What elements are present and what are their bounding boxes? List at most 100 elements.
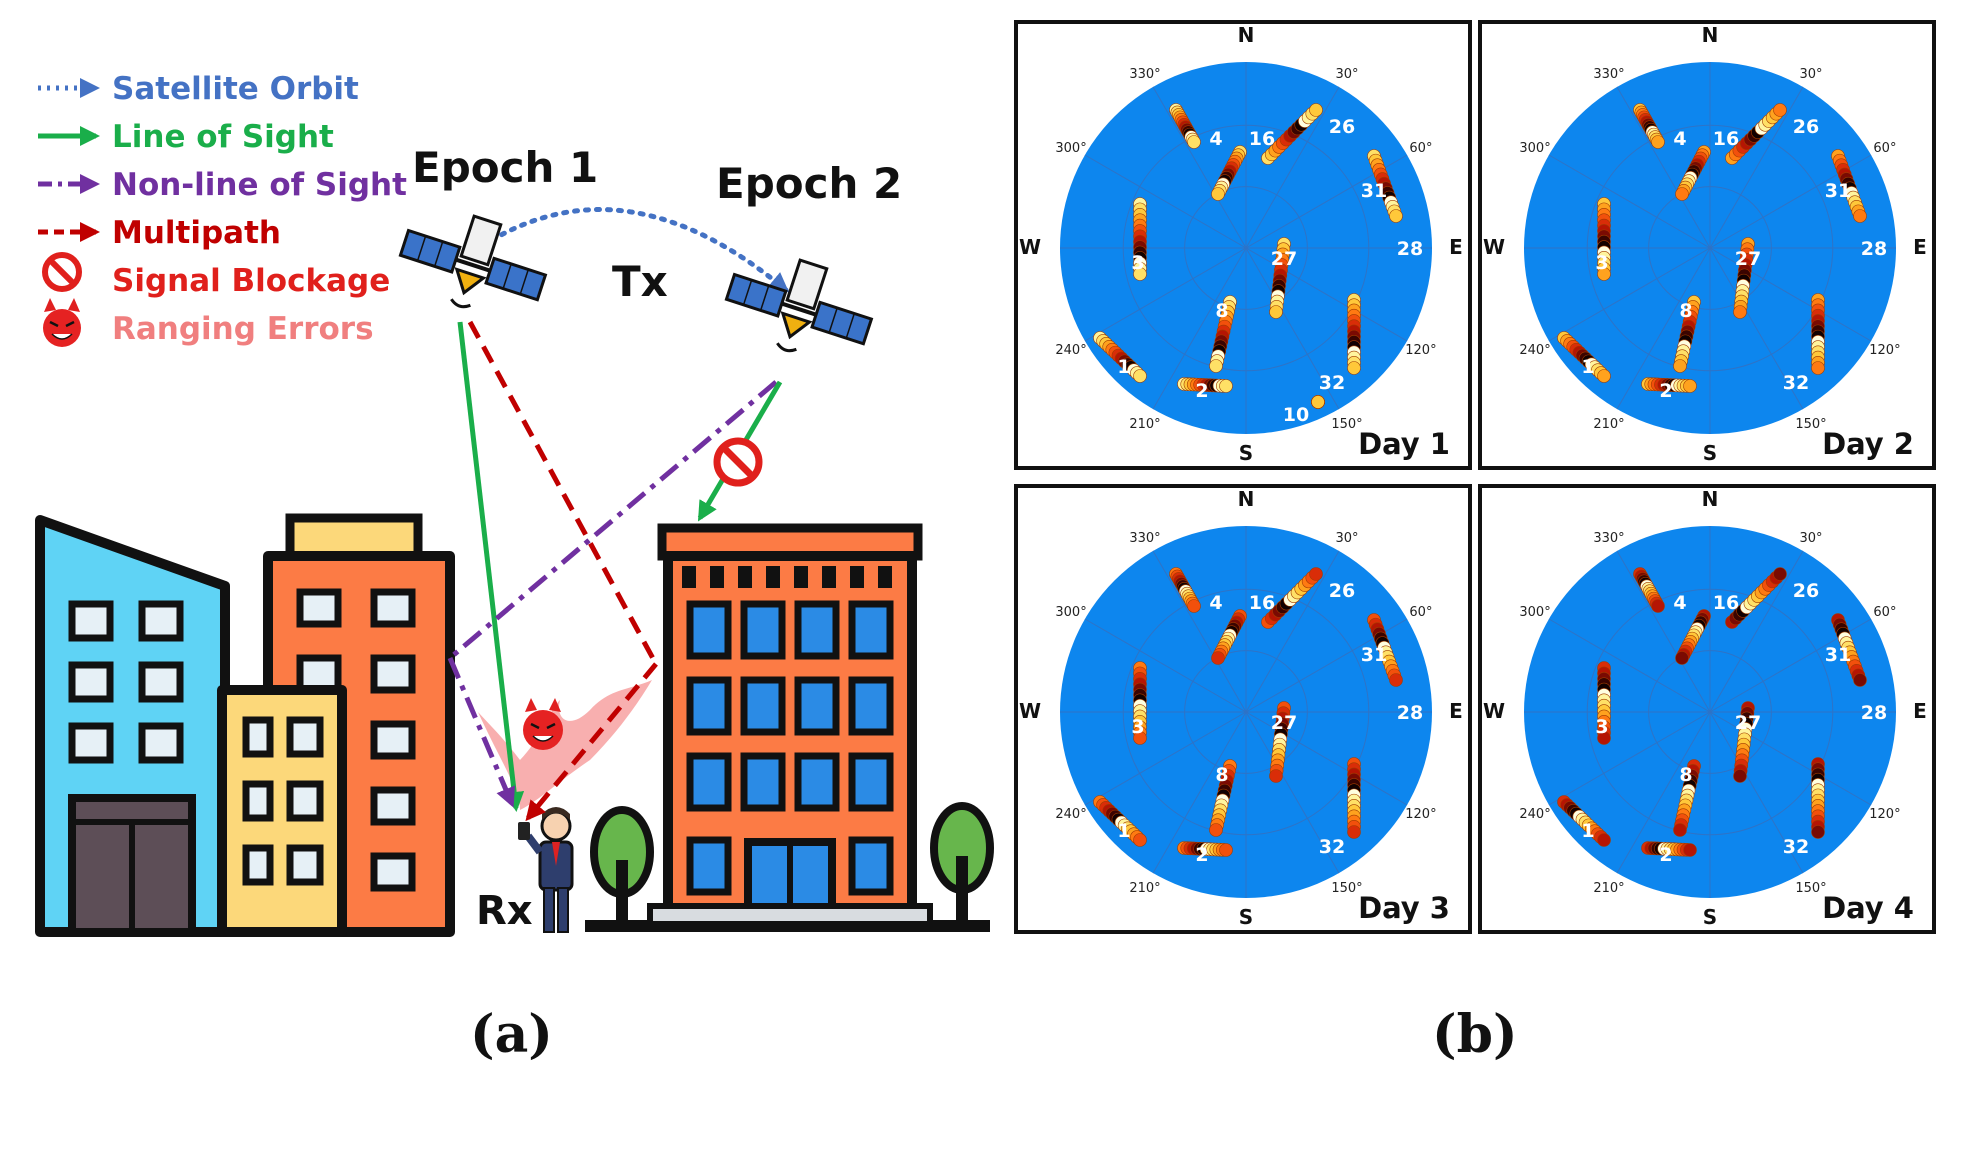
azimuth-spoke — [1084, 247, 1247, 342]
legend-item-satellite-orbit: Satellite Orbit — [38, 71, 359, 107]
degree-label: 120° — [1405, 343, 1436, 358]
degree-label: 60° — [1873, 141, 1896, 156]
azimuth-spoke — [1084, 154, 1247, 249]
rx-label: Rx — [476, 888, 533, 934]
tree-right — [930, 802, 994, 926]
satellite-prn-label: 32 — [1319, 836, 1345, 858]
degree-label: 120° — [1869, 807, 1900, 822]
satellite-prn-label: 31 — [1361, 180, 1387, 202]
azimuth-spoke — [1616, 711, 1711, 874]
epoch1-label: Epoch 1 — [412, 143, 598, 192]
satellite-prn-label: 4 — [1209, 592, 1222, 614]
satellite-prn-label: 1 — [1581, 356, 1594, 378]
degree-label: 240° — [1519, 343, 1550, 358]
degree-label: 240° — [1055, 343, 1086, 358]
degree-label: 150° — [1331, 417, 1362, 432]
satellite-prn-label: 31 — [1825, 644, 1851, 666]
satellite-track-point — [1597, 267, 1611, 281]
cardinal-label: S — [1703, 441, 1717, 465]
orbit-arrow — [489, 207, 790, 293]
azimuth-spoke — [1084, 711, 1247, 806]
satellite-track-point — [1211, 187, 1225, 201]
satellite-track-point — [1219, 379, 1233, 393]
satellite-track-point — [1673, 359, 1687, 373]
cardinal-label: E — [1449, 235, 1463, 259]
satellite-prn-label: 8 — [1215, 300, 1228, 322]
satellite-track-point — [1311, 395, 1325, 409]
satellite-prn-label: 16 — [1249, 128, 1275, 150]
satellite-prn-label: 31 — [1361, 644, 1387, 666]
azimuth-spoke — [1709, 550, 1804, 713]
degree-label: 60° — [1409, 605, 1432, 620]
legend: Satellite Orbit Line of Sight Non-line o… — [38, 71, 407, 347]
satellite-prn-label: 28 — [1397, 238, 1423, 260]
satellite-track-point — [1733, 769, 1747, 783]
satellite-prn-label: 2 — [1659, 380, 1672, 402]
degree-label: 210° — [1129, 417, 1160, 432]
azimuth-spoke — [1245, 711, 1340, 874]
degree-label: 30° — [1335, 531, 1358, 546]
degree-label: 150° — [1795, 417, 1826, 432]
azimuth-spoke — [1152, 86, 1247, 249]
azimuth-spoke — [1616, 86, 1711, 249]
azimuth-spoke — [1084, 618, 1247, 713]
satellite-track-point — [1389, 673, 1403, 687]
satellite-prn-label: 2 — [1195, 380, 1208, 402]
cardinal-label: N — [1238, 23, 1255, 47]
legend-label: Ranging Errors — [112, 311, 374, 347]
satellite-track-point — [1683, 379, 1697, 393]
satellite-track-point — [1389, 209, 1403, 223]
cardinal-label: N — [1702, 23, 1719, 47]
degree-label: 300° — [1519, 141, 1550, 156]
satellite-prn-label: 32 — [1783, 372, 1809, 394]
satellite-track-point — [1347, 361, 1361, 375]
satellite-track-point — [1133, 731, 1147, 745]
satellite-prn-label: 27 — [1735, 248, 1761, 270]
azimuth-spoke — [1548, 618, 1711, 713]
degree-label: 150° — [1331, 881, 1362, 896]
satellite-track-point — [1187, 135, 1201, 149]
satellite-prn-label: 16 — [1713, 592, 1739, 614]
degree-label: 210° — [1593, 881, 1624, 896]
azimuth-spoke — [1709, 247, 1872, 342]
satellite-track-point — [1211, 651, 1225, 665]
satellite-track-point — [1347, 825, 1361, 839]
satellite-track-point — [1673, 823, 1687, 837]
cardinal-label: N — [1702, 487, 1719, 511]
satellite-track-point — [1269, 305, 1283, 319]
satellite-track-point — [1219, 843, 1233, 857]
legend-label: Multipath — [112, 215, 281, 251]
no-entry-icon — [42, 252, 82, 292]
satellite-track-point — [1853, 209, 1867, 223]
satellite-track-point — [1187, 599, 1201, 613]
satellite-prn-label: 8 — [1679, 300, 1692, 322]
day-label: Day 2 — [1822, 427, 1914, 461]
satellite-prn-label: 28 — [1397, 702, 1423, 724]
epoch2-label: Epoch 2 — [716, 159, 902, 208]
legend-item-line-of-sight: Line of Sight — [38, 119, 334, 155]
degree-label: 60° — [1409, 141, 1432, 156]
azimuth-spoke — [1548, 154, 1711, 249]
azimuth-spoke — [1709, 711, 1804, 874]
satellite-prn-label: 26 — [1329, 116, 1355, 138]
legend-item-ranging-errors: Ranging Errors — [43, 298, 374, 347]
degree-label: 60° — [1873, 605, 1896, 620]
azimuth-spoke — [1152, 550, 1247, 713]
satellite-prn-label: 4 — [1673, 592, 1686, 614]
satellite-epoch1-icon — [398, 214, 548, 309]
satellite-track-point — [1773, 103, 1787, 117]
degree-label: 30° — [1799, 67, 1822, 82]
satellite-prn-label: 8 — [1679, 764, 1692, 786]
satellite-prn-label: 2 — [1659, 844, 1672, 866]
caption-a: (a) — [470, 1004, 553, 1065]
azimuth-spoke — [1709, 247, 1804, 410]
satellite-prn-label: 1 — [1581, 820, 1594, 842]
cardinal-label: S — [1703, 905, 1717, 929]
azimuth-spoke — [1245, 86, 1340, 249]
degree-label: 150° — [1795, 881, 1826, 896]
degree-label: 210° — [1129, 881, 1160, 896]
legend-label: Signal Blockage — [112, 263, 390, 299]
cardinal-label: W — [1483, 235, 1505, 259]
satellite-track-point — [1773, 567, 1787, 581]
